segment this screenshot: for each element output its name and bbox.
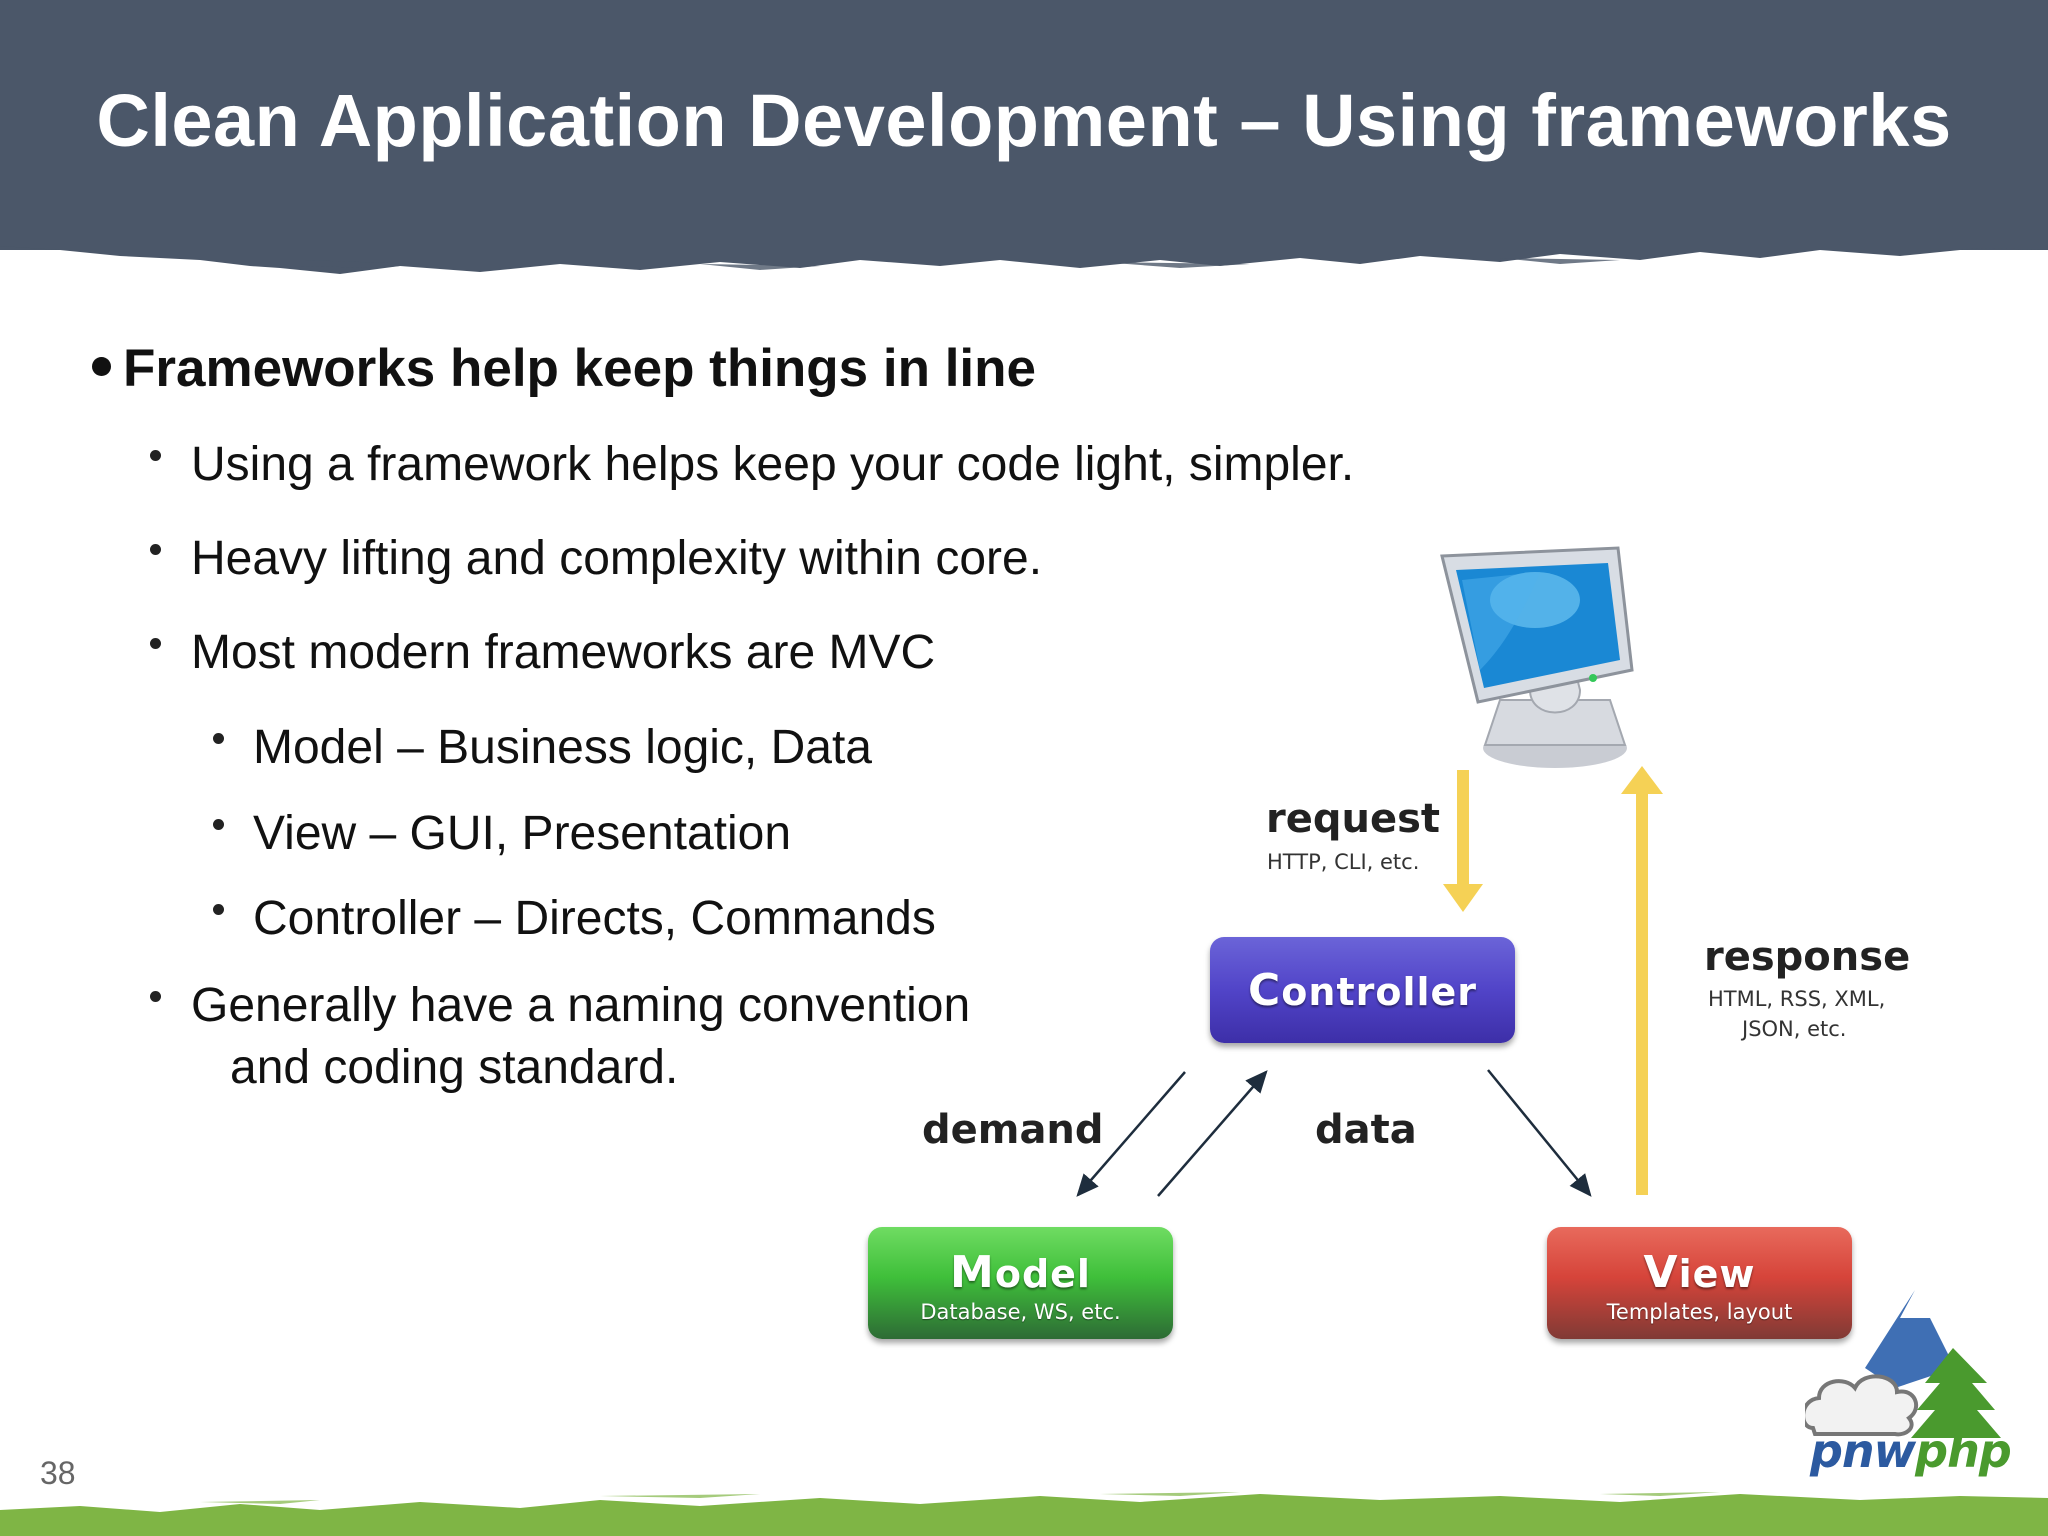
response-arrow-head <box>1621 766 1663 794</box>
mvc-item-text: Model – Business logic, Data <box>253 721 872 774</box>
pnwphp-logo-graphic <box>1805 1290 2001 1438</box>
bullet-item-text: Using a framework helps keep your code l… <box>191 438 1355 491</box>
cloud-icon <box>1805 1374 1919 1437</box>
bullet-dot <box>213 732 224 744</box>
bullet-item: Heavy lifting and complexity within core… <box>150 531 1042 586</box>
view-title: View <box>1643 1247 1756 1298</box>
data-label: data <box>1315 1107 1417 1153</box>
bullet-item-continuation: and coding standard. <box>230 1040 678 1095</box>
header-brush-edge <box>0 220 2048 274</box>
bullet-item-text: Generally have a naming convention <box>191 979 971 1032</box>
bullet-dot <box>150 637 161 649</box>
bullet-dot <box>150 449 161 461</box>
computer-monitor-icon <box>1440 546 1634 768</box>
request-sublabel: HTTP, CLI, etc. <box>1267 850 1420 874</box>
bullet-dot <box>150 990 161 1002</box>
bullet-dot <box>150 543 161 555</box>
mvc-item-text: View – GUI, Presentation <box>253 807 792 860</box>
mvc-item-controller: Controller – Directs, Commands <box>213 891 936 946</box>
model-subtitle: Database, WS, etc. <box>920 1300 1121 1324</box>
bullet-item: Generally have a naming convention <box>150 978 970 1033</box>
slide-header <box>0 0 2048 250</box>
main-bullet: Frameworks help keep things in line <box>92 338 1036 399</box>
slide-title: Clean Application Development – Using fr… <box>96 79 1952 162</box>
pnwphp-logo-text: pnwphp <box>1810 1424 2012 1478</box>
tree-icon <box>1911 1348 2001 1438</box>
model-title: Model <box>950 1247 1091 1298</box>
controller-box: Controller <box>1210 937 1515 1043</box>
bullet-item: Most modern frameworks are MVC <box>150 625 935 680</box>
mvc-item-view: View – GUI, Presentation <box>213 806 791 861</box>
bullet-item-text: Most modern frameworks are MVC <box>191 626 936 679</box>
main-bullet-text: Frameworks help keep things in line <box>123 339 1037 398</box>
response-label: response <box>1704 934 1911 980</box>
request-arrow-head <box>1443 884 1483 912</box>
view-box: View Templates, layout <box>1547 1227 1852 1339</box>
response-sublabel-1: HTML, RSS, XML, <box>1708 987 1886 1011</box>
mountain-icon <box>1865 1290 1955 1388</box>
bullet-item: Using a framework helps keep your code l… <box>150 437 1354 492</box>
demand-arrow <box>1076 1071 1186 1197</box>
bullet-item-text: and coding standard. <box>230 1041 679 1094</box>
footer-grass-strip <box>0 1492 2048 1536</box>
bullet-item-text: Heavy lifting and complexity within core… <box>191 532 1043 585</box>
response-sublabel-2: JSON, etc. <box>1742 1017 1847 1041</box>
mvc-item-text: Controller – Directs, Commands <box>253 892 936 945</box>
bullet-dot <box>213 818 224 830</box>
view-subtitle: Templates, layout <box>1606 1300 1793 1324</box>
bullet-dot <box>92 356 111 376</box>
data-arrow <box>1157 1070 1268 1197</box>
controller-to-view-arrow <box>1487 1069 1592 1197</box>
demand-label: demand <box>922 1107 1104 1153</box>
bullet-dot <box>213 903 224 915</box>
page-number: 38 <box>40 1455 76 1491</box>
mvc-item-model: Model – Business logic, Data <box>213 720 872 775</box>
model-box: Model Database, WS, etc. <box>868 1227 1173 1339</box>
controller-title: Controller <box>1247 965 1478 1016</box>
request-label: request <box>1266 796 1441 842</box>
